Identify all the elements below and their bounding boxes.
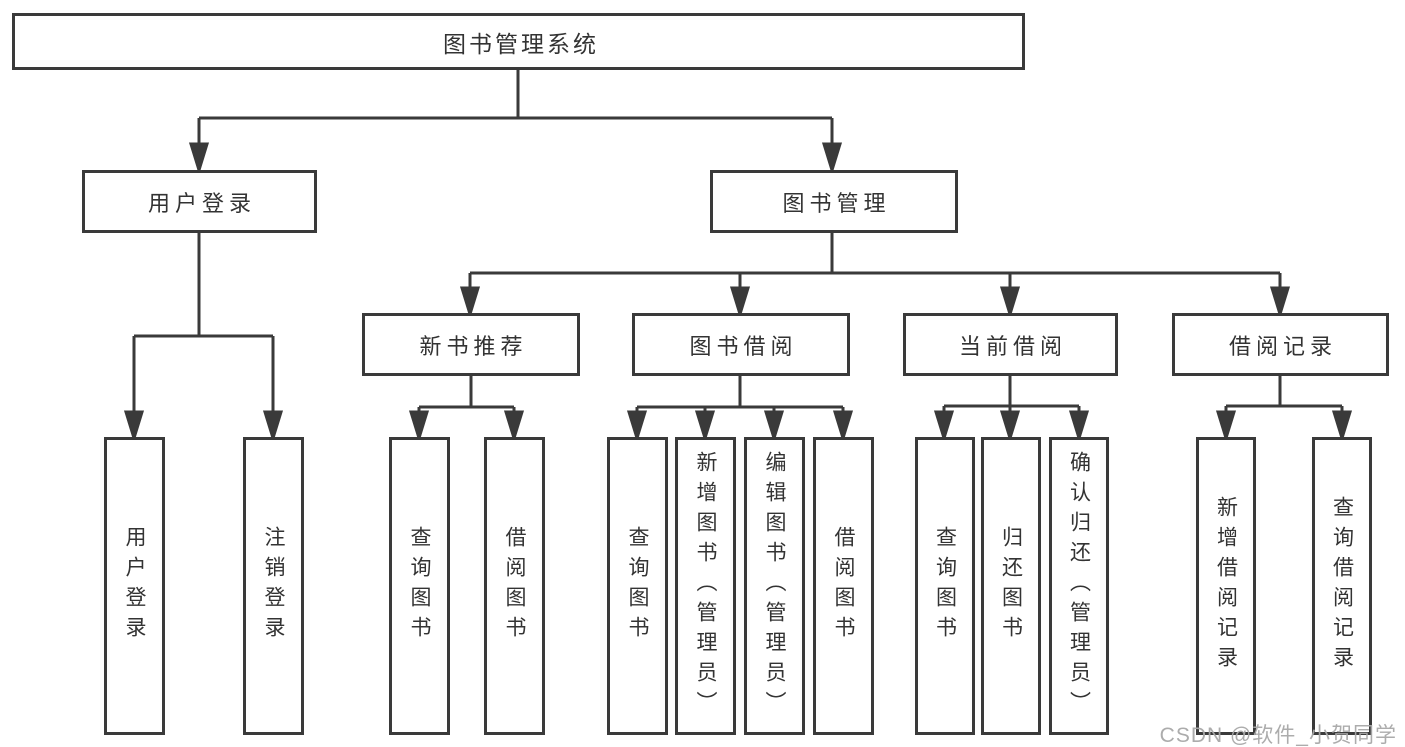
leaf-edit-book-admin: 编辑图书（管理员） — [744, 437, 805, 735]
node-label: 当前借阅 — [958, 333, 1067, 359]
arrowhead — [1215, 410, 1237, 444]
leaf-add-borrow-record: 新增借阅记录 — [1196, 437, 1256, 735]
connector-user-login-children — [123, 233, 284, 444]
leaf-label: 新增图书（管理员） — [694, 451, 717, 721]
node-label: 图书管理系统 — [443, 30, 599, 57]
node-borrow-record: 借阅记录 — [1172, 313, 1389, 376]
arrowhead — [503, 410, 525, 444]
csdn-watermark: CSDN @软件_小贺同学 — [1159, 724, 1397, 747]
node-book-borrow: 图书借阅 — [632, 313, 850, 376]
connector-borrow-record-children — [1215, 376, 1353, 444]
leaf-label: 查询图书 — [408, 526, 431, 646]
leaf-return-book: 归还图书 — [981, 437, 1041, 735]
arrowhead — [694, 410, 716, 444]
arrowhead — [1331, 410, 1353, 444]
leaf-add-book-admin: 新增图书（管理员） — [675, 437, 736, 735]
node-user-login: 用户登录 — [82, 170, 317, 233]
leaf-label: 借阅图书 — [503, 526, 526, 646]
node-current-borrow: 当前借阅 — [903, 313, 1118, 376]
arrowhead — [459, 286, 481, 320]
node-label: 借阅记录 — [1228, 333, 1337, 359]
leaf-query-book-current: 查询图书 — [915, 437, 975, 735]
arrowhead — [999, 286, 1021, 320]
connector-root-to-level2 — [188, 70, 843, 176]
node-label: 用户登录 — [147, 190, 256, 216]
node-label: 新书推荐 — [419, 333, 528, 359]
leaf-query-book-borrow: 查询图书 — [607, 437, 668, 735]
leaf-label: 查询图书 — [626, 526, 649, 646]
connector-book-management-to-level3 — [459, 233, 1291, 320]
arrowhead — [408, 410, 430, 444]
arrowhead — [1068, 410, 1090, 444]
arrowhead — [123, 410, 145, 444]
connector-book-borrow-children — [626, 376, 854, 444]
leaf-label: 归还图书 — [999, 526, 1023, 646]
node-label: 图书管理 — [782, 190, 891, 216]
node-root: 图书管理系统 — [12, 13, 1025, 70]
leaf-label: 编辑图书（管理员） — [763, 451, 786, 721]
leaf-label: 借阅图书 — [832, 526, 855, 646]
leaf-user-login: 用户登录 — [104, 437, 165, 735]
arrowhead — [1269, 286, 1291, 320]
leaf-label: 查询借阅记录 — [1330, 496, 1354, 676]
leaf-label: 确认归还（管理员） — [1067, 451, 1091, 721]
connector-current-borrow-children — [933, 376, 1090, 444]
leaf-borrow-book: 借阅图书 — [813, 437, 874, 735]
node-new-book-recommend: 新书推荐 — [362, 313, 580, 376]
node-book-management: 图书管理 — [710, 170, 958, 233]
arrowhead — [729, 286, 751, 320]
node-label: 图书借阅 — [689, 333, 798, 359]
leaf-label: 新增借阅记录 — [1214, 496, 1238, 676]
arrowhead — [763, 410, 785, 444]
leaf-label: 注销登录 — [262, 526, 285, 646]
arrowhead — [626, 410, 648, 444]
arrowhead — [821, 142, 843, 176]
leaf-label: 查询图书 — [933, 526, 957, 646]
leaf-confirm-return-admin: 确认归还（管理员） — [1049, 437, 1109, 735]
leaf-query-book-recommend: 查询图书 — [389, 437, 450, 735]
leaf-borrow-book-recommend: 借阅图书 — [484, 437, 545, 735]
leaf-label: 用户登录 — [123, 526, 146, 646]
arrowhead — [999, 410, 1021, 444]
leaf-logout-login: 注销登录 — [243, 437, 304, 735]
arrowhead — [832, 410, 854, 444]
arrowhead — [262, 410, 284, 444]
connector-new-book-recommend-children — [408, 376, 525, 444]
leaf-query-borrow-record: 查询借阅记录 — [1312, 437, 1372, 735]
arrowhead — [188, 142, 210, 176]
arrowhead — [933, 410, 955, 444]
